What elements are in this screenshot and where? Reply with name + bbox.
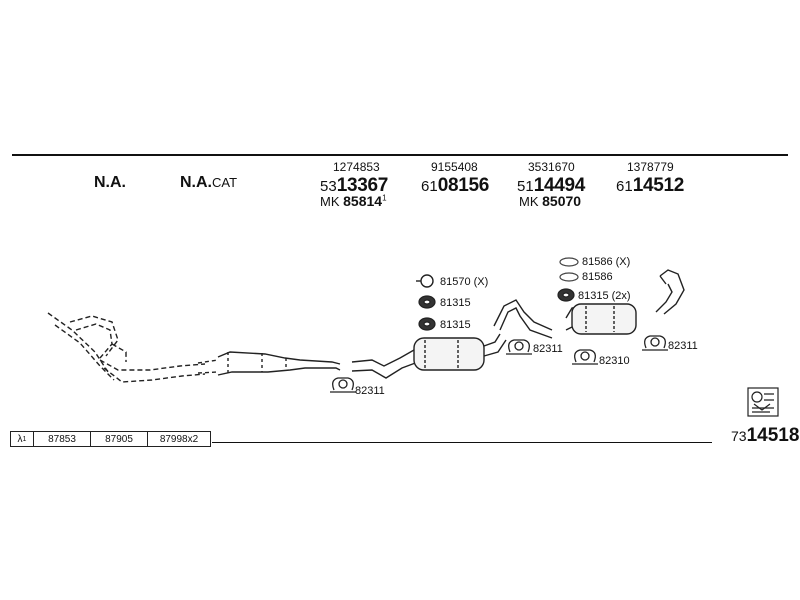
front-downpipe-assembly bbox=[47, 312, 206, 383]
variant-na: N.A. bbox=[94, 174, 126, 191]
bottom-divider-line bbox=[212, 442, 712, 443]
label-ring-81315-2x: 81315 (2x) bbox=[578, 290, 631, 302]
label-clamp-front: 82311 bbox=[355, 385, 385, 397]
label-ring-81586: 81586 bbox=[582, 271, 613, 283]
rubber-ring-icon-81315-a bbox=[418, 295, 436, 309]
front-pipe-cat-section bbox=[197, 351, 341, 376]
part-number-2: 6108156 bbox=[421, 175, 490, 196]
mk-number-3: MK 85070 bbox=[519, 193, 582, 209]
label-ring-81315-b: 81315 bbox=[440, 319, 471, 331]
tail-pipe bbox=[655, 269, 685, 315]
label-clamp-mid: 82311 bbox=[533, 343, 563, 355]
lambda-cell-3: 87998x2 bbox=[159, 433, 199, 445]
ring-icon-81586-x bbox=[559, 257, 579, 267]
variant-na-cat: N.A.CAT bbox=[180, 174, 238, 191]
label-clamp-rear: 82311 bbox=[668, 340, 698, 352]
label-clamp-82310: 82310 bbox=[599, 355, 630, 367]
clamp-icon-82310 bbox=[572, 349, 598, 365]
clamp-icon-rear bbox=[642, 335, 668, 351]
part-number-3: 5114494 bbox=[517, 175, 586, 196]
lambda-cell-2: 87905 bbox=[91, 432, 148, 446]
catalogue-logo-icon bbox=[747, 387, 779, 417]
rear-silencer bbox=[565, 303, 637, 335]
intermediate-pipe bbox=[493, 299, 553, 339]
oe-number-4: 1378779 bbox=[627, 160, 674, 174]
header-divider-line bbox=[12, 154, 788, 156]
lambda-cell-1: 87853 bbox=[34, 432, 91, 446]
ring-icon-81586 bbox=[559, 272, 579, 282]
label-ring-81315-a: 81315 bbox=[440, 297, 471, 309]
label-hanger-81570: 81570 (X) bbox=[440, 276, 489, 288]
part-number-1: 5313367 bbox=[320, 175, 389, 196]
mk-number-1: MK 858141 bbox=[320, 193, 387, 209]
hanger-icon-81570 bbox=[416, 274, 434, 288]
oe-number-3: 3531670 bbox=[528, 160, 575, 174]
oe-number-2: 9155408 bbox=[431, 160, 478, 174]
reference-number: 7314518 bbox=[731, 425, 800, 446]
center-silencer-section bbox=[351, 333, 507, 379]
part-number-4: 6114512 bbox=[616, 175, 685, 196]
rubber-ring-icon-81315-2x bbox=[557, 288, 575, 302]
clamp-icon-front bbox=[330, 377, 356, 393]
rubber-ring-icon-81315-b bbox=[418, 317, 436, 331]
label-ring-81586-x: 81586 (X) bbox=[582, 256, 631, 268]
clamp-icon-mid bbox=[506, 339, 532, 355]
oe-number-1: 1274853 bbox=[333, 160, 380, 174]
